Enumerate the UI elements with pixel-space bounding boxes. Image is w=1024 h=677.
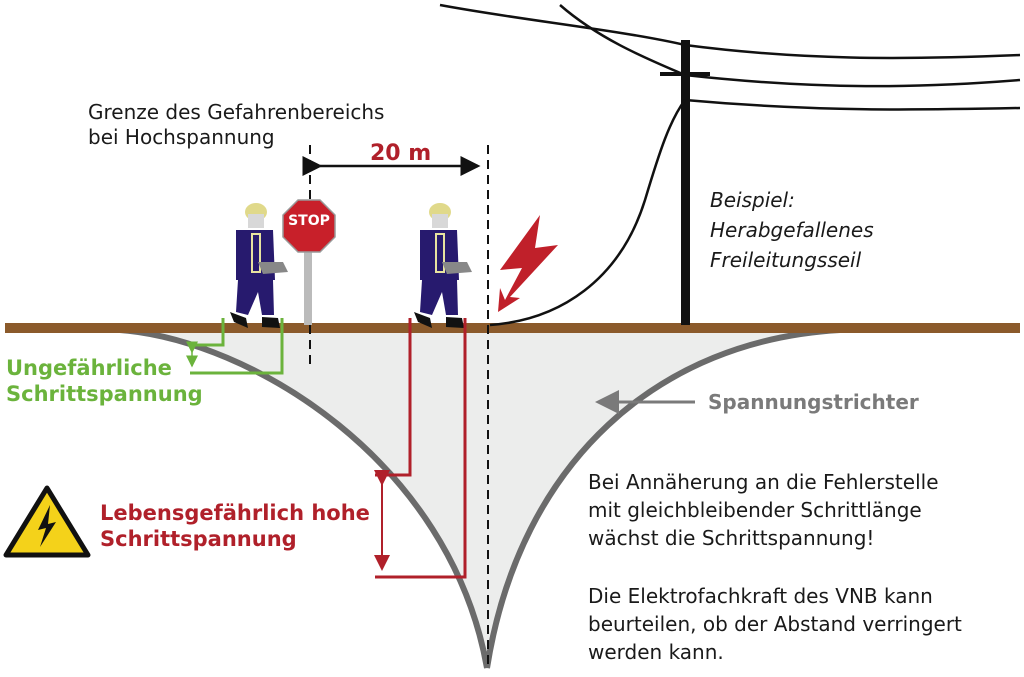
expert-note-line: werden kann. xyxy=(588,640,724,664)
safe-step-label-line: Ungefährliche xyxy=(6,356,172,380)
voltage-funnel xyxy=(120,330,840,668)
funnel-outline xyxy=(119,327,841,669)
approach-note-line: Bei Annäherung an die Fehlerstelle xyxy=(588,470,939,494)
high-voltage-warning-icon xyxy=(3,485,91,558)
example-label-line: Herabgefallenes xyxy=(710,218,874,242)
expert-note-line: beurteilen, ob der Abstand verringert xyxy=(588,612,962,636)
fallen-wire xyxy=(489,99,687,327)
safe-step-label: Ungefährliche Schrittspannung xyxy=(6,355,203,408)
stop-sign-text: STOP xyxy=(288,213,330,229)
safe-step-markers xyxy=(186,318,284,375)
safe-step-label-line: Schrittspannung xyxy=(6,382,203,407)
lightning-bolt-icon xyxy=(498,215,558,312)
expert-note-line: Die Elektrofachkraft des VNB kann xyxy=(588,584,933,608)
distance-label: 20 m xyxy=(370,141,432,166)
example-label-line: Freileitungsseil xyxy=(710,248,862,272)
boundary-label-line: bei Hochspannung xyxy=(88,125,275,149)
expert-note: Die Elektrofachkraft des VNB kann beurte… xyxy=(588,582,962,666)
power-pole xyxy=(681,40,690,325)
danger-step-markers xyxy=(374,318,467,579)
example-label: Beispiel: Herabgefallenes Freileitungsse… xyxy=(710,185,874,275)
danger-step-label: Lebensgefährlich hohe Schrittspannung xyxy=(100,500,370,553)
approach-note: Bei Annäherung an die Fehlerstelle mit g… xyxy=(588,468,939,552)
danger-step-label-line: Schrittspannung xyxy=(100,527,297,552)
firefighter-safe xyxy=(230,203,288,328)
funnel-label: Spannungstrichter xyxy=(708,390,919,414)
pole-crossarm xyxy=(660,72,710,76)
example-label-line: Beispiel: xyxy=(710,188,795,212)
stop-sign-pole xyxy=(304,250,312,325)
stop-sign xyxy=(282,199,336,253)
overhead-power-line xyxy=(439,3,1021,111)
boundary-label: Grenze des Gefahrenbereichs bei Hochspan… xyxy=(88,100,384,150)
approach-note-line: wächst die Schrittspannung! xyxy=(588,526,875,550)
approach-note-line: mit gleichbleibender Schrittlänge xyxy=(588,498,922,522)
firefighter-danger xyxy=(414,203,472,328)
boundary-label-line: Grenze des Gefahrenbereichs xyxy=(88,100,385,124)
danger-step-label-line: Lebensgefährlich hohe xyxy=(100,501,370,525)
ground xyxy=(5,323,1020,333)
